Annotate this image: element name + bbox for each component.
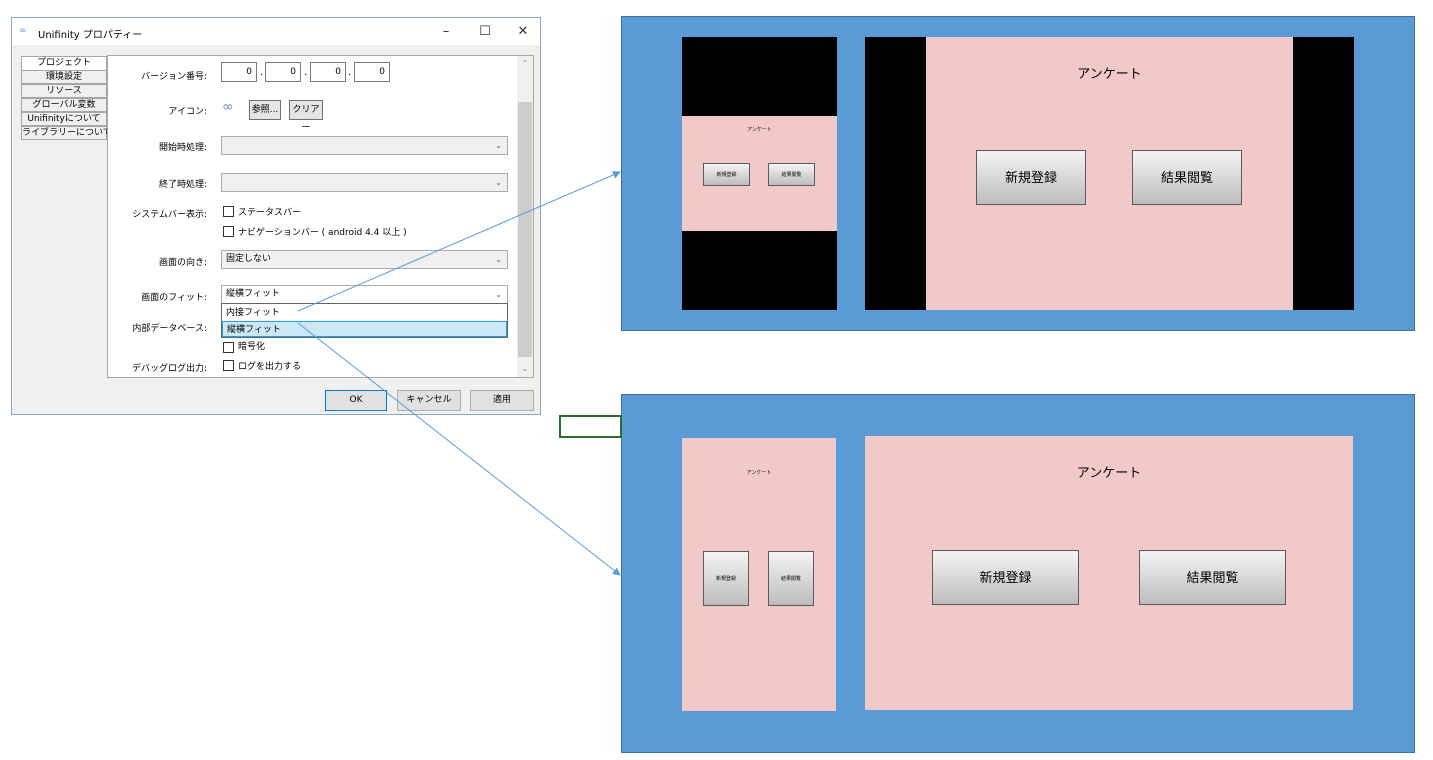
properties-dialog: ∞ Unifinity プロパティー – ☐ ✕ プロジェクト 環境設定 リソー… <box>11 17 541 415</box>
tab-resources[interactable]: リソース <box>21 84 107 98</box>
screen-fit-label: 画面のフィット: <box>141 293 207 303</box>
connector-box <box>559 415 622 438</box>
internal-db-label: 内部データベース: <box>132 324 207 334</box>
encrypt-label: 暗号化 <box>238 342 266 352</box>
end-process-label: 終了時処理: <box>158 180 207 190</box>
navigation-bar-label: ナビゲーションバー ( android 4.4 以上 ) <box>238 228 407 238</box>
scroll-down-icon[interactable]: ⌄ <box>521 364 529 373</box>
encrypt-checkbox[interactable] <box>223 342 234 353</box>
system-bar-label: システムバー表示: <box>132 210 207 220</box>
screen-fit-dropdown: 内接フィット 縦横フィット <box>221 303 508 338</box>
new-registration-button: 新規登録 <box>932 550 1079 605</box>
unifinity-logo-icon: ∞ <box>222 99 234 115</box>
log-output-label: ログを出力する <box>238 362 302 372</box>
end-process-select[interactable]: ⌄ <box>221 173 508 192</box>
version-minor-input[interactable]: 0 <box>265 62 301 82</box>
dialog-body: プロジェクト 環境設定 リソース グローバル変数 Unifinityについて ラ… <box>12 45 540 414</box>
scroll-up-icon[interactable]: ⌃ <box>521 59 529 68</box>
version-major-input[interactable]: 0 <box>221 62 257 82</box>
status-bar-label: ステータスバー <box>238 208 302 218</box>
tab-environment[interactable]: 環境設定 <box>21 70 107 84</box>
orientation-label: 画面の向き: <box>158 258 207 268</box>
browse-button[interactable]: 参照... <box>249 100 281 120</box>
clear-button[interactable]: クリアー <box>289 100 323 133</box>
view-results-button: 結果閲覧 <box>1132 150 1242 205</box>
app-icon: ∞ <box>19 26 27 36</box>
orientation-select[interactable]: 固定しない ⌄ <box>221 250 508 269</box>
maximize-button[interactable]: ☐ <box>479 24 491 39</box>
apply-button[interactable]: 適用 <box>470 390 534 411</box>
tab-about-unifinity[interactable]: Unifinityについて <box>21 112 107 126</box>
screen-fit-option-stretch[interactable]: 縦横フィット <box>222 321 507 337</box>
chevron-down-icon: ⌄ <box>495 178 502 187</box>
tab-about-libraries[interactable]: ライブラリーについて <box>21 126 112 140</box>
ok-button[interactable]: OK <box>325 390 387 411</box>
screen-fit-value: 縦横フィット <box>226 289 280 299</box>
version-build-input[interactable]: 0 <box>310 62 346 82</box>
start-process-select[interactable]: ⌄ <box>221 136 508 155</box>
version-separator: . <box>304 67 308 78</box>
cancel-button[interactable]: キャンセル <box>397 390 461 411</box>
tab-project[interactable]: プロジェクト <box>21 56 107 70</box>
tab-global-variables[interactable]: グローバル変数 <box>21 98 107 112</box>
version-separator: . <box>348 67 352 78</box>
scrollbar-thumb[interactable] <box>518 102 532 357</box>
log-output-checkbox[interactable] <box>223 360 234 371</box>
new-registration-button: 新規登録 <box>703 163 750 186</box>
screen-fit-select[interactable]: 縦横フィット ⌄ <box>221 285 508 304</box>
survey-title: アンケート <box>1077 67 1142 82</box>
chevron-down-icon: ⌄ <box>495 255 502 264</box>
version-separator: . <box>260 67 264 78</box>
close-button[interactable]: ✕ <box>517 24 529 39</box>
version-label: バージョン番号: <box>141 72 207 82</box>
window-title: Unifinity プロパティー <box>38 30 143 41</box>
view-results-button: 結果閲覧 <box>1139 550 1286 605</box>
status-bar-checkbox[interactable] <box>223 206 234 217</box>
start-process-label: 開始時処理: <box>158 143 207 153</box>
title-bar: ∞ Unifinity プロパティー – ☐ ✕ <box>12 18 540 45</box>
view-results-button: 結果閲覧 <box>768 551 814 606</box>
version-revision-input[interactable]: 0 <box>354 62 390 82</box>
minimize-button[interactable]: – <box>442 24 450 39</box>
chevron-down-icon: ⌄ <box>495 290 502 299</box>
screen-fit-option-inscribed[interactable]: 内接フィット <box>226 308 280 318</box>
survey-title: アンケート <box>746 470 772 476</box>
tab-list: プロジェクト 環境設定 リソース グローバル変数 Unifinityについて ラ… <box>21 56 112 146</box>
survey-title: アンケート <box>747 127 772 133</box>
debug-log-label: デバッグログ出力: <box>131 364 207 374</box>
icon-label: アイコン: <box>168 107 207 117</box>
new-registration-button: 新規登録 <box>976 150 1086 205</box>
view-results-button: 結果閲覧 <box>768 163 815 186</box>
chevron-down-icon: ⌄ <box>495 141 502 150</box>
survey-title: アンケート <box>1076 466 1142 481</box>
navigation-bar-checkbox[interactable] <box>223 226 234 237</box>
new-registration-button: 新規登録 <box>703 551 749 606</box>
orientation-value: 固定しない <box>226 254 272 264</box>
